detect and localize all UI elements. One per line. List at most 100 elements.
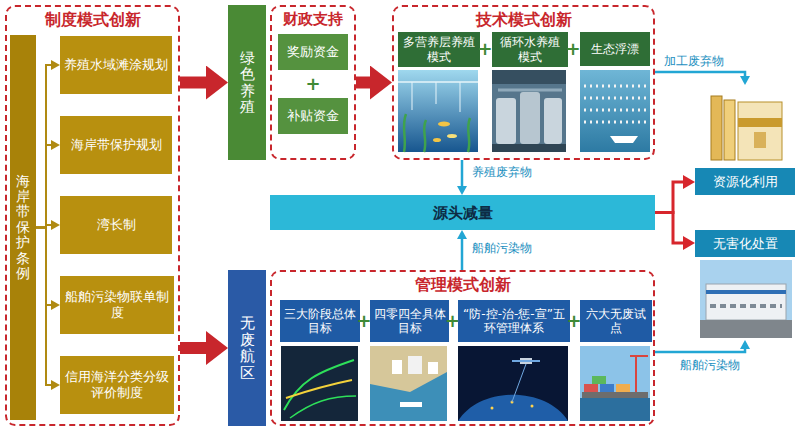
building [408, 356, 422, 374]
process-box: 补贴资金 [278, 98, 348, 134]
stage-goal-picture [281, 346, 358, 421]
container [616, 384, 630, 392]
building [392, 360, 402, 374]
pipe [498, 89, 562, 92]
box-label: 养殖水域滩涂规划 [61, 57, 171, 73]
region-title: 管理模式创新 [272, 275, 653, 294]
process-box: 养殖水域滩涂规划 [60, 36, 172, 94]
connector-arrow [655, 213, 687, 244]
float-row [584, 85, 646, 88]
process-box: 多营养层养殖模式 [398, 32, 480, 67]
result-box: 无害化处置 [695, 230, 795, 340]
tank [496, 98, 516, 144]
product-box [738, 102, 782, 160]
land [370, 346, 447, 392]
picture-ground [281, 346, 358, 421]
box-label: 奖励资金 [284, 44, 342, 60]
box-label: 绿色养殖 [240, 50, 255, 116]
tank [520, 92, 540, 144]
dashed-region: 管理模式创新三大阶段总体目标四零四全具体目标“防-控-治-惩-宣”五环管理体系六… [270, 270, 655, 426]
dashed-region: 制度模式创新海岸带保护条例养殖水域滩涂规划海岸带保护规划湾长制船舶污染物联单制度… [5, 5, 180, 426]
label-holder: + [305, 75, 320, 93]
label-holder: + [477, 40, 492, 58]
ceiling [492, 70, 566, 84]
edge-label-holder: 加工废弃物 [662, 54, 726, 68]
plus-sign: + [566, 312, 581, 330]
port-picture [580, 346, 650, 421]
process-box: 奖励资金 [278, 34, 348, 70]
track [286, 380, 352, 398]
picture-ground [492, 70, 566, 152]
product-picture [711, 96, 782, 160]
light [531, 405, 534, 408]
process-box: 海岸带保护规划 [60, 116, 172, 174]
product-can [711, 96, 722, 160]
windows [710, 304, 782, 308]
recirculating-tank-picture [492, 70, 566, 152]
seaweed [424, 120, 426, 152]
rope [436, 82, 437, 104]
vertical-box: 无废航区 [228, 270, 266, 426]
product-band [738, 118, 782, 127]
box-label: 生态浮漂 [588, 42, 642, 56]
box-label: 资源化利用 [695, 168, 795, 195]
picture-ground [398, 70, 478, 152]
process-box: 四零四全具体目标 [370, 300, 449, 342]
disposal-plant-picture [700, 260, 792, 338]
process-box: 三大阶段总体目标 [280, 300, 360, 342]
label-holder: + [565, 40, 580, 58]
space [458, 346, 568, 421]
edge-label-holder: 船舶污染物 [470, 241, 534, 255]
product-can [724, 100, 735, 160]
box-label: 无废航区 [240, 315, 255, 381]
sky [580, 346, 650, 421]
vertical-box: 海岸带保护条例 [10, 35, 36, 420]
box-label: 三大阶段总体目标 [280, 307, 360, 336]
plus-sign: + [356, 312, 371, 330]
box-label: 信用海洋分类分级评价制度 [60, 369, 174, 400]
light [491, 407, 494, 410]
ground [700, 320, 792, 338]
connector-arrow [655, 182, 687, 213]
plus-sign: + [477, 40, 492, 58]
picture-ground [580, 70, 650, 152]
flow-label: 船舶污染物 [470, 241, 534, 255]
flow-label: 养殖废弃物 [470, 165, 534, 179]
block-arrow [356, 77, 376, 89]
box-label: 多营养层养殖模式 [398, 35, 480, 64]
process-box: 源头减量 [270, 195, 655, 230]
block-arrow [180, 342, 212, 354]
process-box: 信用海洋分类分级评价制度 [60, 356, 174, 414]
box-label: 海岸带保护条例 [16, 174, 30, 282]
container [584, 384, 598, 392]
quay [582, 392, 648, 398]
rope [398, 81, 478, 83]
label-holder: + [445, 312, 460, 330]
box-label: 四零四全具体目标 [370, 307, 449, 336]
connector-arrow [36, 228, 54, 386]
sea [580, 398, 650, 421]
seaweed [468, 118, 470, 152]
edge-label-holder: 船舶污染物 [678, 358, 742, 372]
connector-arrow [461, 160, 464, 189]
box-label: 循环水养殖模式 [492, 35, 568, 64]
result-box: 资源化利用 [695, 85, 795, 195]
rope [412, 82, 413, 110]
flow-label: 船舶污染物 [678, 358, 742, 372]
ship [400, 402, 422, 407]
vertical-box: 绿色养殖 [228, 5, 266, 160]
signal-beam [512, 364, 526, 402]
connector-arrow [36, 145, 54, 228]
box-label: 六大无废试点 [580, 307, 652, 336]
box-label: 湾长制 [94, 217, 139, 233]
block-arrow [180, 77, 212, 89]
satellite-panel [512, 360, 540, 362]
harbor-picture [370, 346, 447, 421]
product-logo [754, 132, 766, 148]
region-title: 财政支持 [272, 10, 354, 28]
edge-label-holder: 养殖废弃物 [470, 165, 534, 179]
building [428, 362, 438, 374]
dashed-region: 技术模式创新多营养层养殖模式循环水养殖模式生态浮漂 [392, 5, 655, 160]
box-label: 船舶污染物联单制度 [60, 289, 174, 320]
sea [370, 346, 447, 421]
